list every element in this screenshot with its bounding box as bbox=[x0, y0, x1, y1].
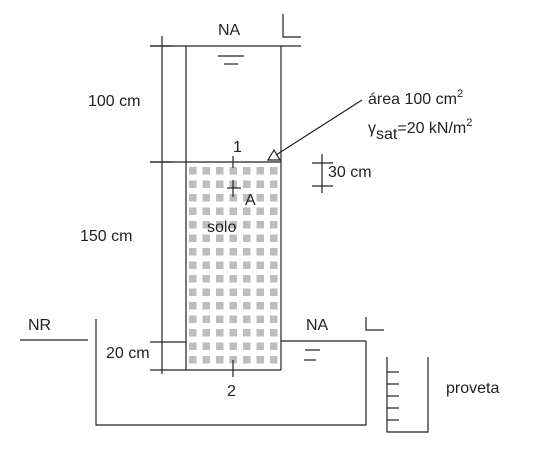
proveta-label: proveta bbox=[446, 380, 499, 397]
dim-150-label: 150 cm bbox=[80, 228, 132, 245]
na-right-label: NA bbox=[306, 317, 329, 334]
right-na-marker bbox=[366, 317, 384, 330]
gamma-value: =20 kN/m bbox=[397, 120, 466, 137]
gamma-superscript: 2 bbox=[466, 117, 472, 129]
point-a-label: A bbox=[245, 192, 256, 209]
area-text: área 100 cm bbox=[368, 91, 457, 108]
proveta-cylinder bbox=[387, 357, 428, 432]
soil-label: solo bbox=[207, 219, 236, 236]
area-label: área 100 cm2 bbox=[368, 88, 463, 108]
dim-20-label: 20 cm bbox=[106, 345, 150, 362]
dim-30-label: 30 cm bbox=[328, 164, 372, 181]
dim-100-label: 100 cm bbox=[88, 93, 140, 110]
na-top-label: NA bbox=[218, 22, 241, 39]
top-na-marker bbox=[283, 14, 301, 37]
point-1-label: 1 bbox=[233, 139, 242, 156]
gamma-label: γsat=20 kN/m2 bbox=[368, 117, 472, 143]
gamma-subscript: sat bbox=[376, 126, 398, 143]
gamma-symbol: γ bbox=[368, 120, 376, 137]
area-superscript: 2 bbox=[457, 88, 463, 100]
area-leader-line bbox=[276, 100, 362, 155]
water-level-triangle-icon bbox=[268, 150, 280, 160]
nr-label: NR bbox=[28, 317, 51, 334]
point-2-label: 2 bbox=[227, 383, 236, 400]
